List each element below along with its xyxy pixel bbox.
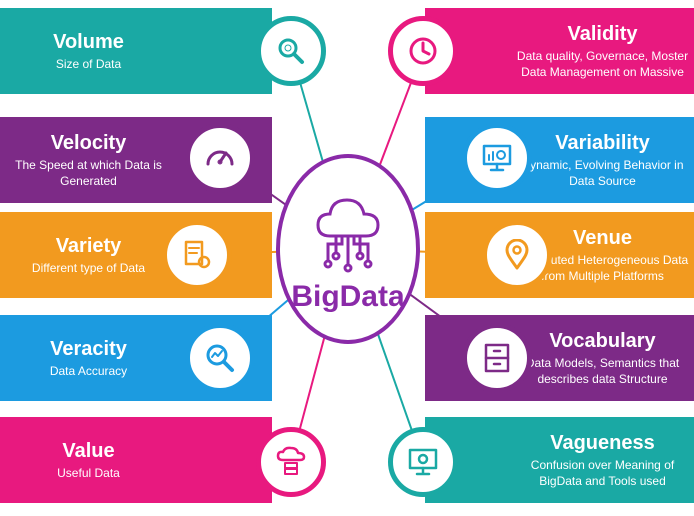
monitor-analytics-icon [462,123,532,193]
vagueness-title: Vagueness [550,432,655,454]
volume-title: Volume [53,31,124,53]
variability-description: Dynamic, Evolving Behavior in Data Sourc… [521,158,684,188]
cloud-network-icon [316,198,380,273]
vocabulary-title: Vocabulary [549,330,656,352]
variability-title: Variability [555,132,650,154]
magnifier-gear-icon [256,16,326,86]
cloud-server-icon [256,427,326,497]
variety-description: Different type of Data [31,261,146,275]
velocity-title: Velocity [50,132,127,154]
vocabulary-description: Data Models, Semantics that describes da… [525,356,680,386]
validity-title: Validity [567,23,638,45]
volume-description: Size of Data [55,57,122,71]
clock-icon [388,16,458,86]
venue-title: Venue [573,227,632,249]
veracity-description: Data Accuracy [49,364,128,378]
value-description: Useful Data [57,466,120,480]
vagueness-description: Confusion over Meaning of BigData and To… [530,458,675,488]
location-pin-icon [482,220,552,290]
venue-description: Distributed Heterogeneous Data from Mult… [516,253,689,283]
hub-label: BigData [291,280,405,313]
velocity-description: The Speed at which Data is Generated [15,158,162,188]
validity-description: Data quality, Governace, Moster Data Man… [516,49,689,79]
value-title: Value [62,440,115,462]
variety-title: Variety [55,235,122,257]
bigdata-hub [276,154,420,344]
speedometer-icon [185,123,255,193]
file-cabinet-icon [462,323,532,393]
document-gear-icon [162,220,232,290]
veracity-title: Veracity [50,338,127,360]
computer-gear-icon [388,427,458,497]
magnifier-chart-icon [185,323,255,393]
